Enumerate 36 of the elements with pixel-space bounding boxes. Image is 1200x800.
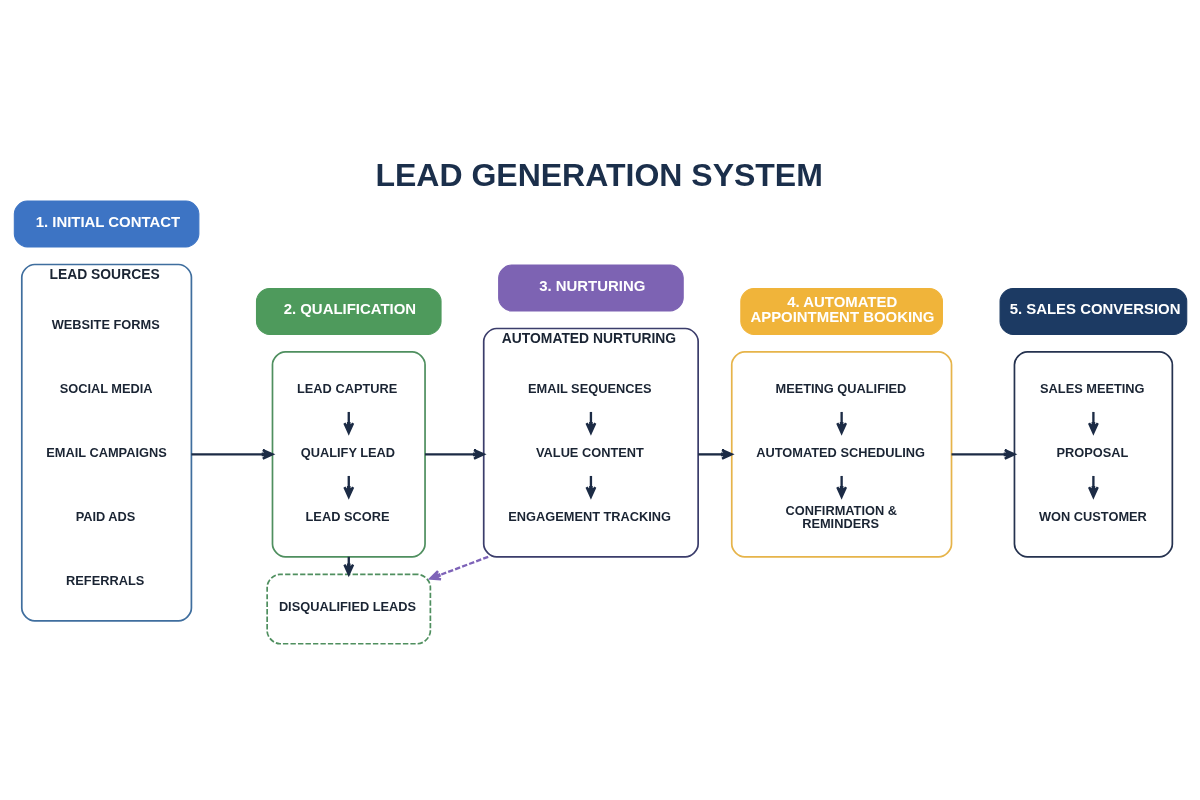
node-box: 5. SALES CONVERSION [999, 287, 1188, 335]
node-text: PROPOSAL [1056, 444, 1129, 460]
node-text: QUALIFY LEAD [300, 444, 396, 460]
node-text: CONFIRMATION & REMINDERS [785, 502, 897, 531]
arrow [1087, 475, 1099, 498]
node-text: AUTOMATED SCHEDULING [756, 444, 926, 460]
node-box: DISQUALIFIED LEADS [266, 573, 432, 645]
node-text: ENGAGEMENT TRACKING [508, 508, 672, 524]
cluster [730, 350, 953, 558]
node-text: VALUE CONTENT [535, 444, 644, 460]
arrow [191, 448, 274, 460]
arrow [836, 411, 848, 434]
node-box: 1. INITIAL CONTACT [13, 199, 200, 247]
node-text: PAID ADS [75, 508, 136, 524]
arrow [429, 555, 489, 580]
arrow [698, 448, 733, 460]
cluster [271, 350, 426, 558]
node-box: 4. AUTOMATED APPOINTMENT BOOKING [740, 287, 943, 335]
node-text: REFERRALS [66, 572, 145, 588]
node-box: 3. NURTURING [498, 264, 684, 311]
cluster [1013, 350, 1174, 558]
node-text: MEETING QUALIFIED [775, 380, 907, 396]
arrow [1087, 411, 1099, 434]
node-text: EMAIL SEQUENCES [527, 380, 652, 396]
node-box: 2. QUALIFICATION [255, 287, 442, 335]
node-text: LEAD CAPTURE [297, 380, 398, 396]
node-text: EMAIL CAMPAIGNS [46, 444, 167, 460]
node-text: SALES MEETING [1040, 380, 1145, 396]
diagram-title: LEAD GENERATION SYSTEM [375, 156, 823, 193]
arrow [951, 448, 1016, 460]
node-text: WON CUSTOMER [1038, 508, 1147, 524]
arrow [425, 448, 485, 460]
node-text: SOCIAL MEDIA [59, 380, 153, 396]
node-text: WEBSITE FORMS [51, 316, 160, 332]
arrow [836, 475, 848, 498]
node-text: LEAD SCORE [305, 508, 390, 524]
